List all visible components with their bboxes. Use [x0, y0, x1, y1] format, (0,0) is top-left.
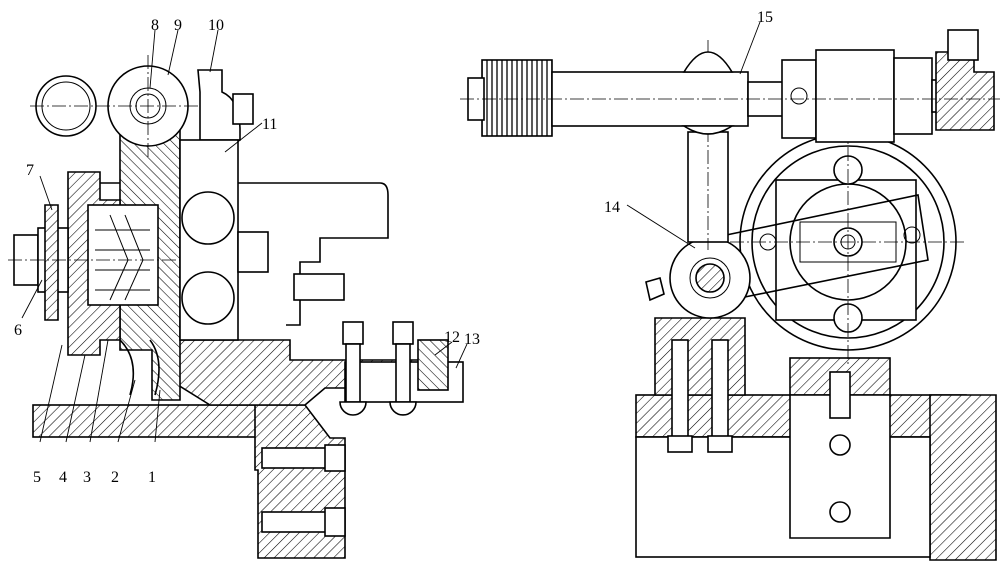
- label-8: 8: [151, 17, 159, 34]
- label-11: 11: [262, 116, 277, 133]
- bolt-head-b: [324, 507, 346, 537]
- lower-bolt-2: [261, 511, 333, 533]
- label-6: 6: [14, 322, 22, 339]
- screw-b: [392, 321, 414, 345]
- base-plate: [32, 404, 276, 438]
- label-12: 12: [444, 329, 460, 346]
- arm-14: [711, 194, 929, 301]
- end-nut: [947, 29, 979, 61]
- body-outline: [90, 182, 389, 326]
- label-5: 5: [33, 469, 41, 486]
- label-2: 2: [111, 469, 119, 486]
- left-section-view: [8, 55, 464, 559]
- bolt-left: [671, 339, 689, 441]
- bolt-circle-upper: [181, 191, 235, 245]
- label-1: 1: [148, 469, 156, 486]
- label-3: 3: [83, 469, 91, 486]
- housing-cap: [893, 57, 933, 135]
- part-number-labels: 1 2 3 4 5 6 7 8 9 10 11 12 13 14 15: [14, 9, 773, 486]
- nut-10: [232, 93, 254, 125]
- label-13: 13: [464, 331, 480, 348]
- screw-b-shank: [395, 343, 411, 403]
- label-10: 10: [208, 17, 224, 34]
- side-nut: [237, 231, 269, 273]
- right-front-view: [460, 29, 1000, 561]
- label-7: 7: [26, 162, 34, 179]
- lever-7: [44, 204, 59, 321]
- label-4: 4: [59, 469, 67, 486]
- center-bolt: [829, 371, 851, 419]
- bolt-circle-lower: [181, 271, 235, 325]
- screw-a-shank: [345, 343, 361, 403]
- label-14: 14: [604, 199, 620, 216]
- housing-top: [815, 49, 895, 143]
- pin: [293, 273, 345, 301]
- handle-knurl: [481, 59, 553, 137]
- leader-lines: [21, 21, 761, 443]
- screw-a: [342, 321, 364, 345]
- end-bracket: [935, 51, 995, 131]
- support-bracket: [654, 317, 746, 396]
- lower-bolt: [261, 447, 333, 469]
- right-end-block: [929, 394, 997, 561]
- block-12: [417, 339, 449, 391]
- bolt-head-right: [707, 435, 733, 453]
- bolt-head-left: [667, 435, 693, 453]
- screw-a-dome: [339, 401, 367, 416]
- slot-plate: [789, 394, 891, 539]
- label-15: 15: [757, 9, 773, 26]
- arc-part-2: [119, 339, 135, 396]
- bolt-right: [711, 339, 729, 441]
- bar-15-lug: [682, 51, 734, 73]
- screw-b-dome: [389, 401, 417, 416]
- label-9: 9: [174, 17, 182, 34]
- inner-gear: [87, 204, 159, 306]
- bolt-head-a: [324, 444, 346, 472]
